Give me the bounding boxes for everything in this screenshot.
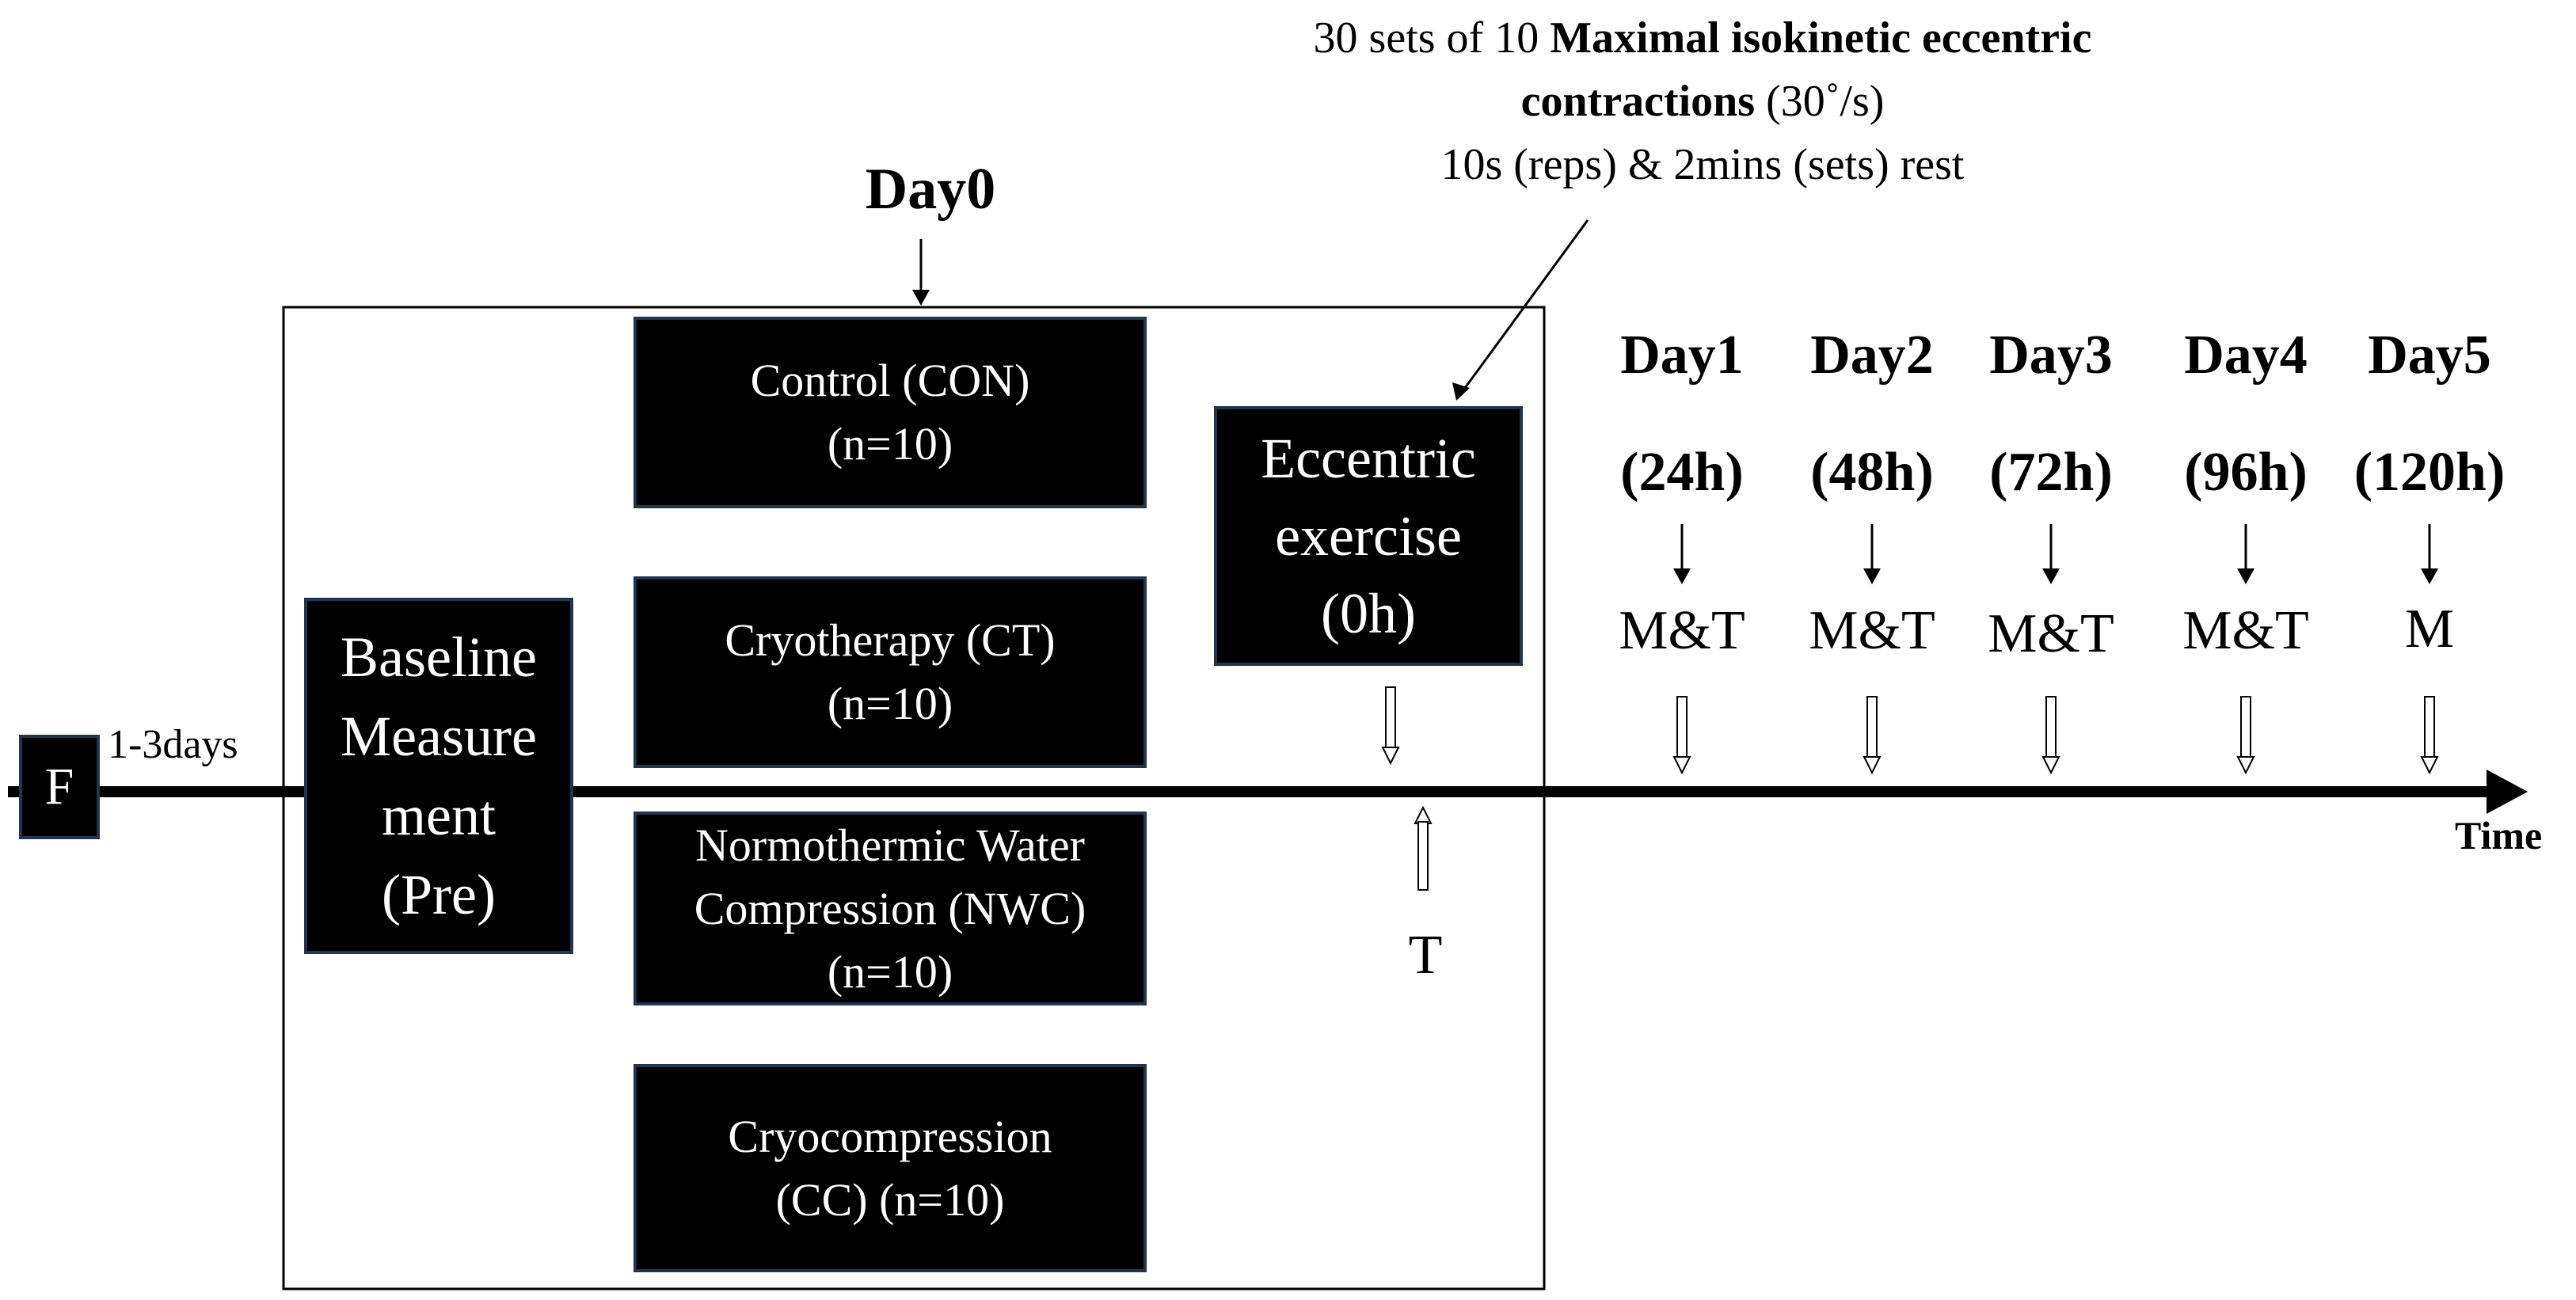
protocol-speed: (30˚/s) [1755, 77, 1885, 126]
baseline-line: ment [382, 784, 496, 847]
group-box-cc: Cryocompression (CC) (n=10) [634, 1064, 1147, 1272]
followup-day: Day1 [1620, 325, 1744, 386]
protocol-bold-1: Maximal isokinetic eccentric [1550, 13, 2092, 63]
group-n: (n=10) [827, 945, 953, 998]
followup-hours: (24h) [1620, 442, 1744, 503]
group-n: (n=10) [827, 418, 953, 469]
group-name: Cryotherapy (CT) [725, 614, 1056, 666]
baseline-line: (Pre) [382, 863, 496, 926]
exercise-line: (0h) [1321, 582, 1416, 645]
day4-arrows [2236, 524, 2255, 775]
followup-measures: M&T [2182, 600, 2309, 661]
followup-hours: (48h) [1810, 442, 1934, 503]
group-box-con: Control (CON) (n=10) [634, 317, 1147, 508]
followup-hours: (72h) [1989, 442, 2113, 503]
instruction-pointer-head [1452, 382, 1470, 401]
followup-hours: (96h) [2184, 442, 2308, 503]
followup-hours: (120h) [2353, 442, 2506, 503]
followup-day: Day4 [2184, 325, 2308, 386]
exercise-line: Eccentric [1261, 427, 1476, 490]
followup-measures: M&T [1988, 603, 2114, 664]
exercise-protocol-note: 30 sets of 10 Maximal isokinetic eccentr… [1156, 6, 2249, 196]
group-name: Cryocompression [728, 1110, 1052, 1162]
group-n: (CC) (n=10) [775, 1173, 1005, 1226]
day1-arrows [1672, 524, 1691, 775]
group-n: (n=10) [827, 678, 953, 729]
group-box-nwc: Normothermic Water Compression (NWC) (n=… [634, 812, 1147, 1005]
baseline-line: Baseline [341, 625, 537, 689]
followup-day: Day3 [1989, 325, 2113, 386]
protocol-bold-2: contractions [1520, 77, 1756, 126]
exercise-down-hollow-arrow [1381, 686, 1400, 766]
day0-frame [282, 306, 1546, 1290]
baseline-measurement-box: Baseline Measure ment (Pre) [304, 598, 573, 954]
timeline-arrowhead [2487, 770, 2528, 814]
day5-arrows [2420, 524, 2439, 775]
interval-label: 1-3days [108, 722, 238, 767]
exercise-line: exercise [1275, 504, 1462, 568]
protocol-prefix: 30 sets of 10 [1313, 13, 1551, 63]
time-axis-label: Time [2455, 813, 2543, 857]
familiarization-box: F [19, 735, 100, 839]
protocol-line-3: 10s (reps) & 2mins (sets) rest [1440, 140, 1965, 189]
group-name: Compression (NWC) [694, 882, 1086, 934]
protocol-line-1: 30 sets of 10 Maximal isokinetic eccentr… [1156, 6, 2249, 70]
day0-arrowhead [912, 290, 930, 306]
followup-day: Day2 [1810, 325, 1934, 386]
baseline-line: Measure [341, 705, 537, 768]
post-exercise-measure: T [1408, 925, 1443, 986]
familiarization-label: F [44, 758, 74, 815]
followup-measures: M [2404, 599, 2455, 660]
day2-arrows [1863, 524, 1882, 775]
group-box-ct: Cryotherapy (CT) (n=10) [634, 576, 1147, 768]
t-up-hollow-arrow [1414, 805, 1433, 891]
instruction-pointer [1463, 219, 1589, 389]
followup-day: Day5 [2368, 325, 2491, 386]
followup-measures: M&T [1809, 600, 1935, 661]
group-name: Control (CON) [750, 355, 1030, 406]
protocol-line-2: contractions (30˚/s) [1156, 70, 2249, 133]
day0-label: Day0 [865, 157, 996, 222]
followup-measures: M&T [1619, 600, 1745, 661]
eccentric-exercise-box: Eccentric exercise (0h) [1214, 406, 1523, 666]
group-name: Normothermic Water [695, 819, 1085, 871]
day3-arrows [2041, 524, 2060, 775]
